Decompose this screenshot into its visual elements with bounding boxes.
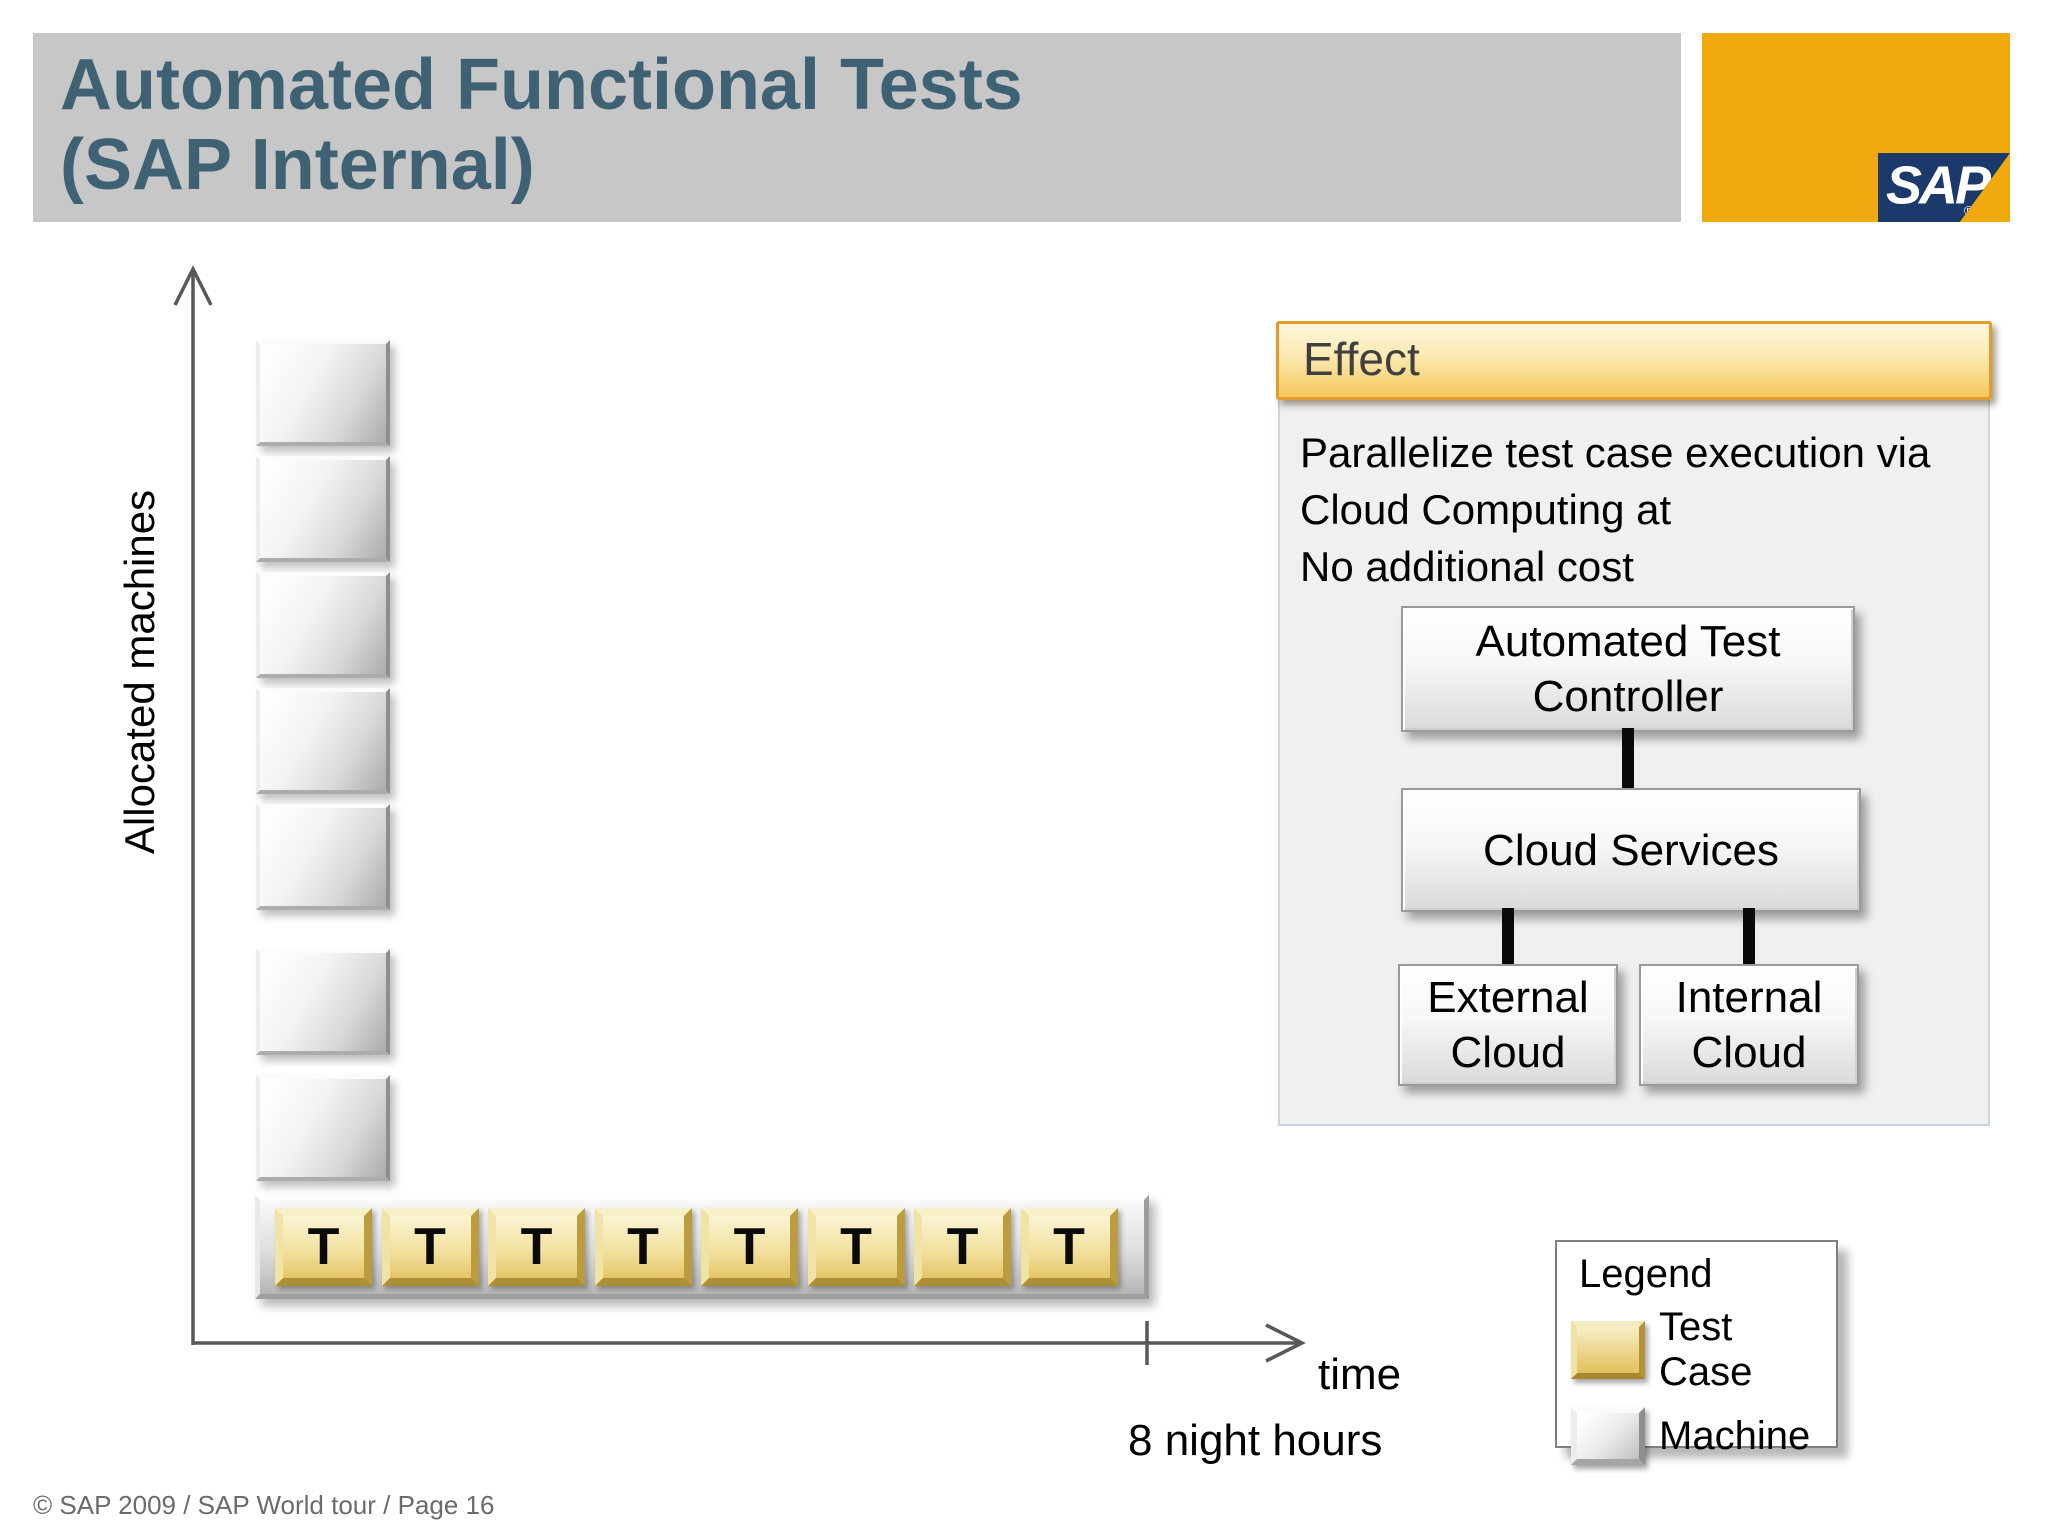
machine-swatch-icon (1571, 1407, 1645, 1465)
x-axis-label: time (1318, 1350, 1402, 1399)
connector-cloud-services-to-external (1502, 908, 1514, 968)
sap-logo-text: SAP (1886, 155, 1991, 216)
machine-box (256, 949, 390, 1055)
node-external-cloud: External Cloud (1398, 964, 1618, 1086)
y-axis-arrow-icon (173, 265, 213, 306)
test-case-tile: T (275, 1208, 372, 1286)
legend-item-label: Test Case (1659, 1305, 1753, 1394)
y-axis-label: Allocated machines (116, 489, 163, 855)
node-label: Controller (1532, 672, 1724, 721)
legend-item-label: Machine (1659, 1413, 1811, 1458)
sap-logo-block: SAP ® (1702, 33, 2010, 222)
effect-panel-header: Effect (1276, 321, 1992, 400)
machine-box (256, 804, 390, 910)
node-label: Cloud Services (1483, 825, 1779, 875)
effect-description: Parallelize test case execution via Clou… (1300, 424, 1992, 595)
test-case-swatch-icon (1571, 1321, 1645, 1379)
connector-cloud-services-to-internal (1743, 908, 1755, 968)
chart-axes (173, 265, 1306, 1365)
legend-item-test-case: Test Case (1571, 1305, 1836, 1395)
effect-description-line2: Cloud Computing at (1300, 486, 1672, 533)
legend-title: Legend (1579, 1252, 1713, 1296)
sap-logo: SAP ® (1878, 153, 2010, 222)
effect-panel-title: Effect (1303, 333, 1420, 385)
test-case-tile: T (1020, 1208, 1118, 1286)
test-case-tile: T (701, 1208, 798, 1286)
machine-box (256, 572, 390, 678)
effect-panel-body (1278, 394, 1990, 1126)
node-automated-test-controller: Automated Test Controller (1401, 606, 1855, 732)
machine-box (256, 688, 390, 794)
title-bar: Automated Functional Tests (SAP Internal… (33, 33, 1681, 222)
machine-box (256, 1075, 390, 1181)
machine-box (256, 456, 390, 562)
test-case-tile: T (594, 1208, 692, 1286)
legend-item-machine: Machine (1571, 1407, 1836, 1465)
machine-box (256, 340, 390, 446)
legend: Legend Test Case Machine (1555, 1240, 1838, 1465)
test-case-tile: T (488, 1208, 585, 1286)
x-axis-annotation: 8 night hours (1128, 1416, 1383, 1465)
node-label: External (1427, 973, 1589, 1022)
node-label: Cloud (1450, 1028, 1566, 1077)
page-title-line2: (SAP Internal) (60, 125, 535, 205)
page-title: Automated Functional Tests (SAP Internal… (33, 33, 1681, 205)
slide-footer: © SAP 2009 / SAP World tour / Page 16 (33, 1490, 495, 1520)
connector-atc-to-cloud-services (1622, 728, 1634, 792)
test-case-tile: T (381, 1208, 479, 1286)
test-case-tile: T (807, 1208, 905, 1286)
effect-description-line1: Parallelize test case execution via (1300, 429, 1931, 476)
node-label: Automated Test (1475, 617, 1781, 666)
page-title-line1: Automated Functional Tests (60, 45, 1023, 125)
test-case-tile: T (914, 1208, 1011, 1286)
registered-trademark-icon: ® (1964, 203, 1974, 218)
node-cloud-services: Cloud Services (1401, 788, 1861, 912)
node-internal-cloud: Internal Cloud (1639, 964, 1859, 1086)
effect-description-line3: No additional cost (1300, 543, 1634, 590)
x-axis-arrow-icon (1265, 1323, 1306, 1363)
node-label: Internal (1675, 973, 1823, 1022)
node-label: Cloud (1691, 1028, 1807, 1077)
